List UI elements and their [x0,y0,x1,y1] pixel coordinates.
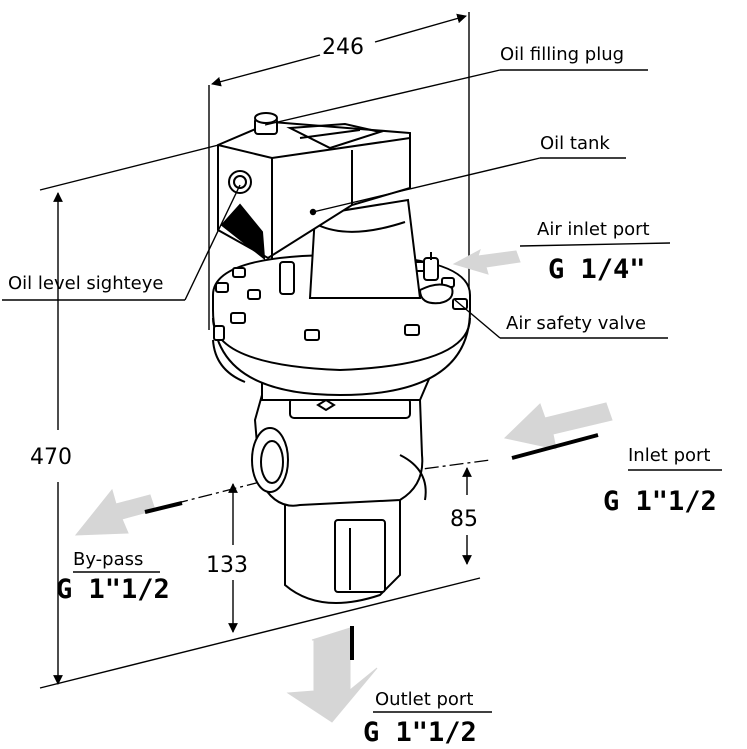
leader-lines [2,69,722,713]
air-inlet-size-label: G 1/4" [548,254,646,285]
dimension-85-label: 85 [450,507,478,532]
bypass-arrow [74,488,156,536]
inlet-port-label: Inlet port [628,445,711,466]
flow-arrow-strokes [144,433,599,660]
oil-level-sighteye-label: Oil level sighteye [8,273,164,294]
flange-bolts [213,261,468,341]
flow-arrows [74,248,613,723]
bypass-size-label: G 1"1/2 [56,574,170,605]
oil-tank-label: Oil tank [540,133,610,154]
outlet-port-label: Outlet port [375,689,474,710]
bypass-label: By-pass [73,549,144,570]
dimension-133-label: 133 [206,553,248,578]
inlet-size-label: G 1"1/2 [603,486,717,517]
dimension-246-label: 246 [322,35,364,60]
outlet-size-label: G 1"1/2 [363,717,477,748]
outlet-port-arrow [286,627,378,723]
air-safety-valve-label: Air safety valve [506,313,647,334]
inlet-port-arrow [503,402,613,450]
oil-filling-plug-label: Oil filling plug [500,44,625,65]
dimension-246 [208,12,470,330]
air-inlet-arrow [452,248,521,275]
air-inlet-port-label: Air inlet port [537,219,650,240]
valve-body [212,112,471,604]
dimension-470-label: 470 [30,445,72,470]
